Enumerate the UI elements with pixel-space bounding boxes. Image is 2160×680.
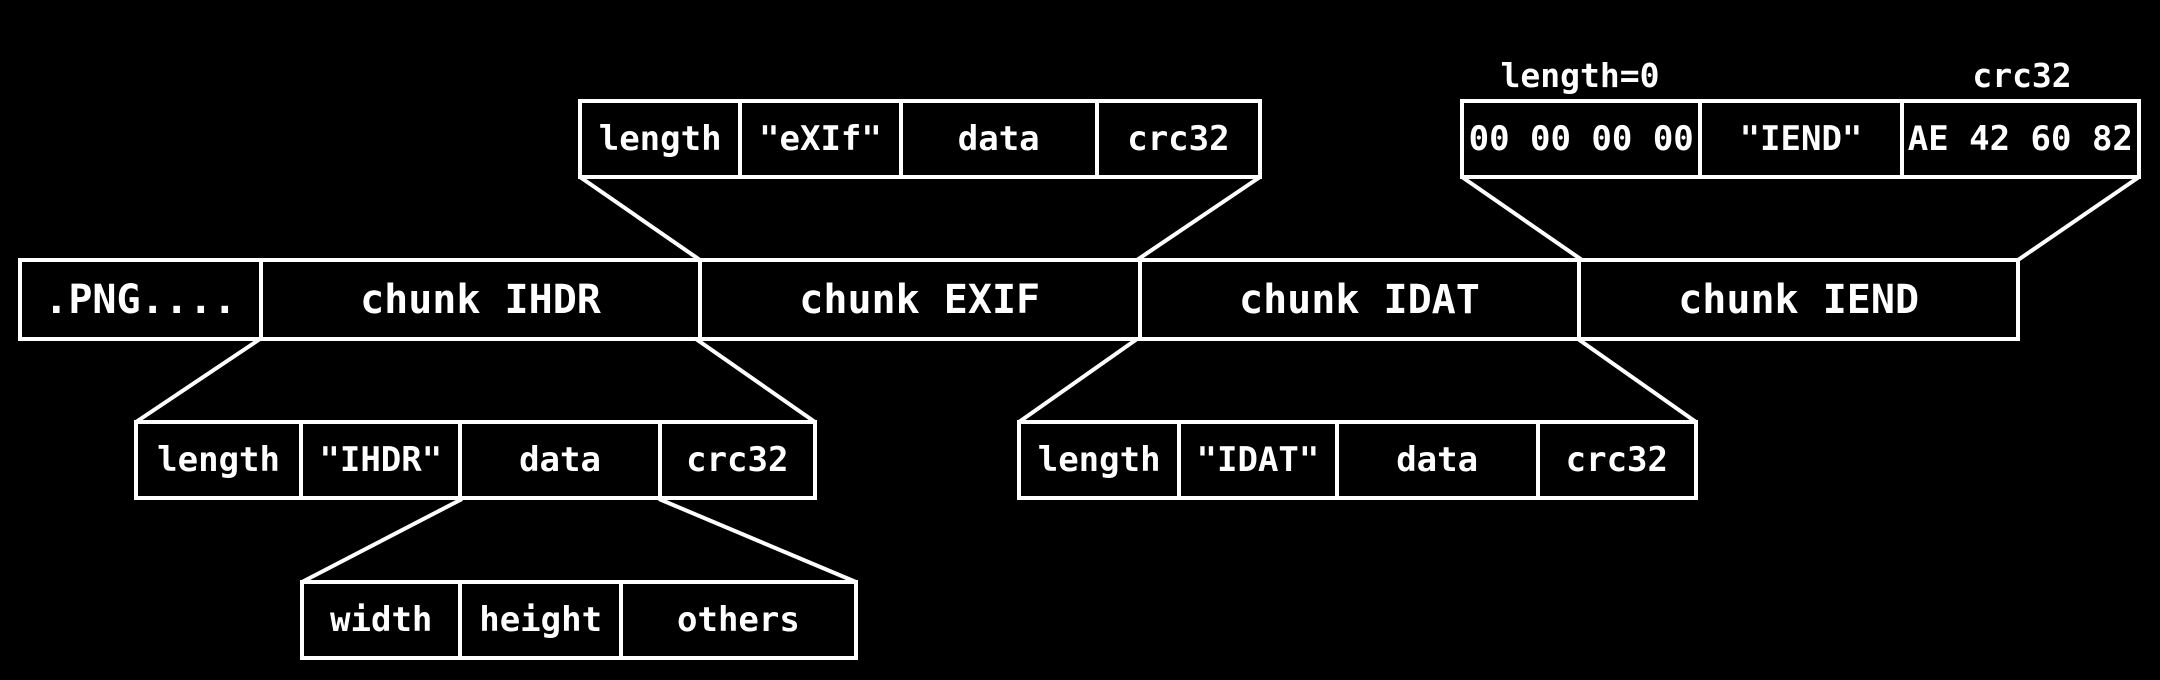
idat-length-cell: length (1037, 440, 1161, 480)
exif-type-cell: "eXIf" (738, 103, 898, 175)
exif-detail-left-connector-line (578, 175, 702, 262)
iend-length-annotation: length=0 (1500, 56, 1660, 95)
idat-crc32-cell: crc32 (1535, 424, 1694, 496)
exif-data-cell: data (898, 103, 1095, 175)
ihdr-data-right-connector-line (658, 497, 857, 584)
exif-length-cell: length (598, 119, 722, 159)
exif-crc32-cell: crc32 (1094, 103, 1258, 175)
iend-detail-right-connector-line (2016, 175, 2141, 262)
ihdr-length-cell: length (157, 440, 280, 480)
png-signature-cell: .PNG.... (44, 276, 237, 323)
iend-crc32-annotation: crc32 (1972, 56, 2072, 95)
ihdr-others-cell: others (618, 584, 854, 656)
chunk-ihdr-cell: chunk IHDR (259, 262, 698, 337)
ihdr-type-cell: "IHDR" (299, 424, 458, 496)
ihdr-width-cell: width (330, 600, 433, 640)
exif-chunk-detail-box: length "eXIf" data crc32 (578, 99, 1262, 179)
ihdr-crc32-cell: crc32 (657, 424, 813, 496)
chunk-exif-cell: chunk EXIF (697, 262, 1138, 337)
iend-detail-left-connector-line (1460, 175, 1584, 262)
png-byte-stream-row: .PNG.... chunk IHDR chunk EXIF chunk IDA… (18, 258, 2020, 341)
exif-detail-right-connector-line (1135, 175, 1262, 262)
ihdr-detail-left-connector-line (134, 337, 262, 424)
iend-length-bytes-cell: 00 00 00 00 (1468, 119, 1694, 159)
ihdr-height-cell: height (458, 584, 618, 656)
idat-detail-right-connector-line (1576, 337, 1698, 424)
ihdr-data-cell: data (458, 424, 657, 496)
chunk-iend-cell: chunk IEND (1577, 262, 2016, 337)
idat-data-cell: data (1334, 424, 1536, 496)
iend-crc32-bytes-cell: AE 42 60 82 (1899, 103, 2137, 175)
iend-chunk-detail-box: 00 00 00 00 "IEND" AE 42 60 82 (1460, 99, 2141, 179)
iend-type-cell: "IEND" (1698, 103, 1899, 175)
idat-type-cell: "IDAT" (1177, 424, 1334, 496)
ihdr-chunk-detail-box: length "IHDR" data crc32 (134, 420, 817, 500)
ihdr-detail-right-connector-line (694, 337, 817, 424)
chunk-idat-cell: chunk IDAT (1137, 262, 1578, 337)
ihdr-data-left-connector-line (301, 497, 463, 584)
idat-chunk-detail-box: length "IDAT" data crc32 (1017, 420, 1698, 500)
ihdr-data-detail-box: width height others (300, 580, 858, 660)
idat-detail-left-connector-line (1017, 337, 1139, 424)
